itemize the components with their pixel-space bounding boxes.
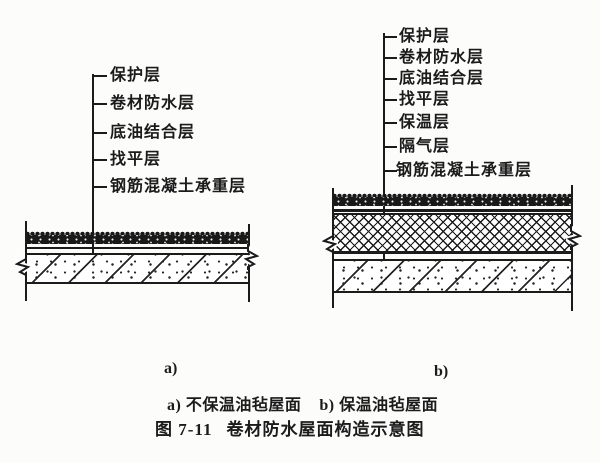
subcaption-b: b) 保温油毡屋面 (319, 397, 439, 414)
layer-label: 钢筋混凝土承重层 (396, 162, 533, 179)
panel-b-mark: b) (434, 363, 449, 380)
break-mark-icon (15, 252, 31, 278)
layer-label: 底油结合层 (399, 70, 485, 87)
leader-tick (384, 78, 397, 80)
layer-label: 找平层 (110, 151, 162, 168)
layer-label: 找平层 (399, 91, 451, 108)
layer-label: 卷材防水层 (399, 49, 485, 66)
leader-line-a (92, 74, 94, 264)
leader-tick (384, 36, 397, 38)
layer-label: 保温层 (399, 114, 451, 131)
leader-tick (93, 132, 107, 134)
leader-tick (384, 122, 397, 124)
edge-line-left (25, 221, 27, 301)
vapor-barrier-line (332, 251, 573, 254)
layer-label: 保护层 (399, 28, 451, 45)
break-mark-icon (243, 244, 259, 270)
leader-tick (384, 146, 397, 148)
layer-label: 卷材防水层 (110, 95, 196, 112)
figure-title-text: 卷材防水屋面构造示意图 (226, 420, 425, 439)
protective-layer (25, 231, 250, 244)
leader-tick (93, 186, 107, 188)
break-mark-icon (566, 224, 582, 250)
figure-number: 图 7-11 (155, 420, 213, 439)
panel-a-mark: a) (164, 360, 178, 377)
concrete-layer (332, 259, 573, 293)
leader-tick (93, 159, 107, 161)
concrete-layer (25, 253, 250, 284)
leader-tick (384, 57, 397, 59)
leader-tick (384, 99, 397, 101)
layer-label: 底油结合层 (110, 124, 196, 141)
figure-title: 图 7-11 卷材防水屋面构造示意图 (155, 415, 424, 440)
leader-tick (93, 103, 107, 105)
subcaption: a) 不保温油毡屋面 b) 保温油毡屋面 (167, 391, 438, 415)
layer-label: 隔气层 (399, 138, 451, 155)
protective-layer (332, 193, 573, 206)
break-mark-icon (322, 229, 338, 255)
leader-tick (93, 75, 107, 77)
membrane-line (25, 247, 250, 249)
membrane-line (332, 209, 573, 212)
layer-label: 保护层 (110, 67, 162, 84)
subcaption-a: a) 不保温油毡屋面 (167, 397, 302, 414)
leader-tick (384, 170, 397, 172)
layer-label: 钢筋混凝土承重层 (110, 178, 247, 195)
insulation-layer (332, 213, 573, 252)
